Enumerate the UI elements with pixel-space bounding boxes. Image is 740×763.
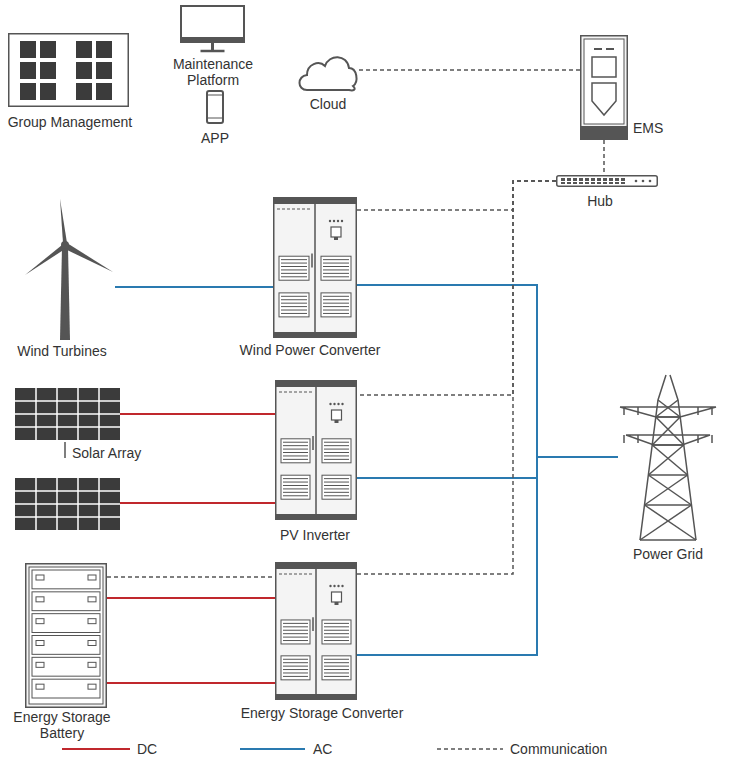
group-management-icon	[8, 33, 129, 107]
ac-sample-line	[240, 748, 305, 750]
device-label: Hub	[587, 193, 613, 209]
device-node: Wind Turbines	[25, 197, 115, 340]
device-label: Maintenance Platform	[163, 56, 263, 88]
device-label: PV Inverter	[280, 527, 350, 543]
ac-line	[357, 457, 618, 655]
device-label: Cloud	[310, 96, 347, 112]
legend-text: DC	[137, 741, 157, 757]
device-label: Energy Storage Battery	[2, 709, 122, 741]
device-node: Solar Array	[15, 388, 120, 530]
communication-sample-line	[437, 748, 503, 750]
connector-path	[603, 140, 605, 175]
connector-path	[357, 181, 556, 210]
connector-path	[107, 576, 275, 578]
ac-line	[357, 285, 618, 457]
inverter-cabinet	[275, 380, 357, 520]
ems-cabinet	[580, 35, 628, 140]
device-label: Power Grid	[633, 546, 703, 562]
device-label: Energy Storage Converter	[241, 705, 404, 721]
device-label: EMS	[633, 120, 663, 136]
device-node: Energy Storage Converter	[275, 562, 357, 700]
communication-line	[357, 181, 556, 210]
dc-line	[107, 598, 275, 599]
ac-line	[115, 287, 273, 288]
device-node: Energy Storage Battery	[25, 563, 107, 708]
connector-path	[357, 181, 556, 574]
communication-line	[357, 181, 556, 574]
device-node: Hub	[556, 175, 658, 187]
device-node: Group Management	[8, 33, 129, 107]
monitor-icon	[180, 5, 245, 53]
connector-path	[359, 69, 580, 71]
device-node: EMS	[580, 35, 628, 140]
device-label: Solar Array	[72, 445, 141, 461]
device-node: Wind Power Converter	[273, 197, 357, 338]
connector-path	[120, 413, 275, 415]
power-grid-tower	[618, 375, 718, 540]
connector-path	[357, 457, 618, 478]
device-node: APP	[206, 90, 224, 124]
dc-sample-line	[62, 748, 130, 750]
dc-line	[107, 683, 275, 684]
device-label: APP	[201, 130, 229, 146]
device-node: Cloud	[297, 52, 359, 92]
dc-line	[120, 503, 275, 504]
device-node: PV Inverter	[275, 380, 357, 520]
communication-line	[359, 70, 580, 71]
hub-switch	[556, 175, 658, 187]
cloud-icon	[297, 52, 359, 92]
battery-rack	[25, 563, 107, 708]
converter-cabinet	[273, 197, 357, 338]
device-label: Wind Turbines	[17, 343, 106, 359]
communication-line	[357, 181, 556, 395]
device-node: Maintenance Platform	[180, 5, 245, 53]
connector-path	[107, 597, 275, 599]
legend-text: AC	[313, 741, 332, 757]
communication-line	[107, 577, 275, 578]
converter-cabinet	[275, 562, 357, 700]
connector-path	[357, 285, 618, 457]
ac-line	[357, 457, 618, 478]
legend-text: Communication	[510, 741, 607, 757]
communication-line	[604, 140, 605, 175]
device-node: Power Grid	[618, 375, 718, 540]
connector-path	[115, 286, 273, 288]
device-label: Wind Power Converter	[240, 342, 381, 358]
dc-line	[120, 414, 275, 415]
connector-path	[357, 457, 618, 655]
connector-path	[357, 181, 556, 395]
connector-path	[107, 682, 275, 684]
device-label: Group Management	[8, 114, 133, 130]
phone-icon	[206, 90, 224, 124]
wind-turbine	[25, 197, 115, 340]
connector-path	[120, 502, 275, 504]
